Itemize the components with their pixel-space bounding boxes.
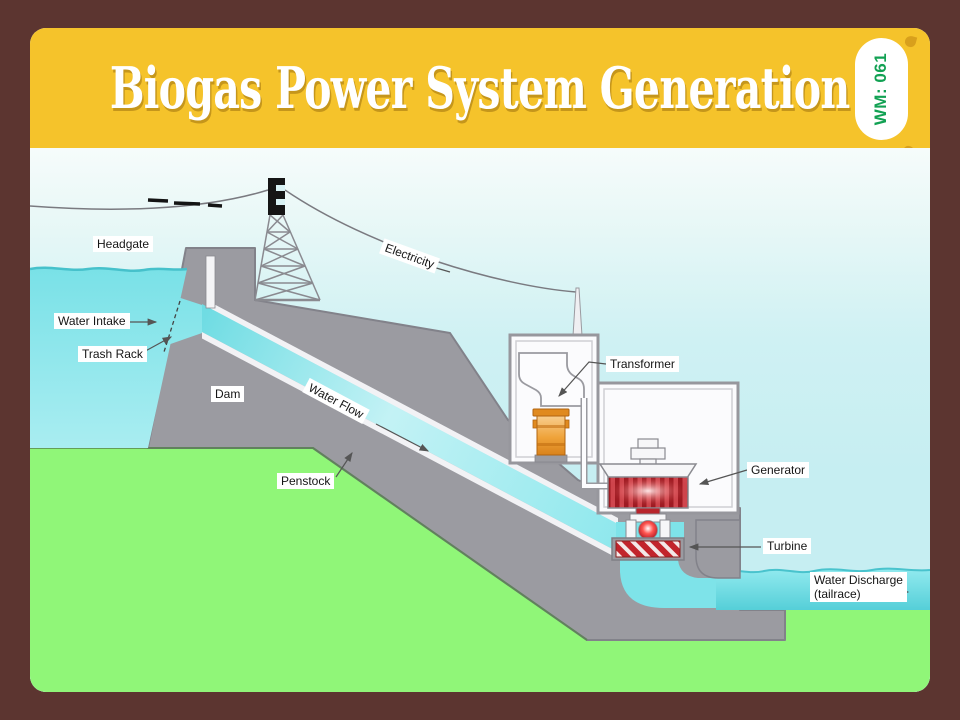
foundation-hook xyxy=(695,519,741,579)
label-generator: Generator xyxy=(747,462,810,478)
generator xyxy=(598,438,698,523)
page-title: Biogas Power System Generation xyxy=(110,54,850,122)
transmission-tower xyxy=(254,178,321,302)
label-dam: Dam xyxy=(211,386,245,402)
code-badge: WM: 061 xyxy=(855,38,908,140)
label-water-discharge: Water Discharge (tailrace) xyxy=(810,572,907,602)
grass xyxy=(30,448,930,692)
headgate-gate xyxy=(205,255,216,309)
water-flow-arrow xyxy=(375,423,430,452)
title-bar: Biogas Power System Generation WM: 061 xyxy=(30,28,930,159)
turbine-hub xyxy=(638,520,658,540)
label-transformer: Transformer xyxy=(606,356,679,372)
power-line-left xyxy=(30,189,269,210)
turbine xyxy=(611,519,685,561)
label-penstock: Penstock xyxy=(277,473,335,489)
label-trash-rack: Trash Rack xyxy=(78,346,147,362)
turbine-runner xyxy=(615,540,681,558)
label-water-intake: Water Intake xyxy=(54,313,130,329)
label-headgate: Headgate xyxy=(93,236,154,252)
label-turbine: Turbine xyxy=(763,538,812,554)
diagram-art xyxy=(30,148,930,692)
corner-flourish-top xyxy=(903,34,918,49)
penstock-arrow xyxy=(335,452,353,478)
transformer-arrow xyxy=(558,361,607,397)
draft-tube xyxy=(620,556,740,608)
generator-arrow xyxy=(698,469,748,486)
transformer xyxy=(532,408,570,463)
label-water-discharge-line2: (tailrace) xyxy=(814,587,861,601)
code-badge-text: WM: 061 xyxy=(871,52,891,126)
tower-head xyxy=(268,178,285,215)
hydro-diagram: Headgate Water Intake Trash Rack Dam Wat… xyxy=(30,148,930,692)
slide-card: Biogas Power System Generation WM: 061 xyxy=(30,28,930,692)
label-water-discharge-line1: Water Discharge xyxy=(814,573,903,587)
wire-artifact xyxy=(147,198,223,208)
waterline xyxy=(30,266,188,272)
